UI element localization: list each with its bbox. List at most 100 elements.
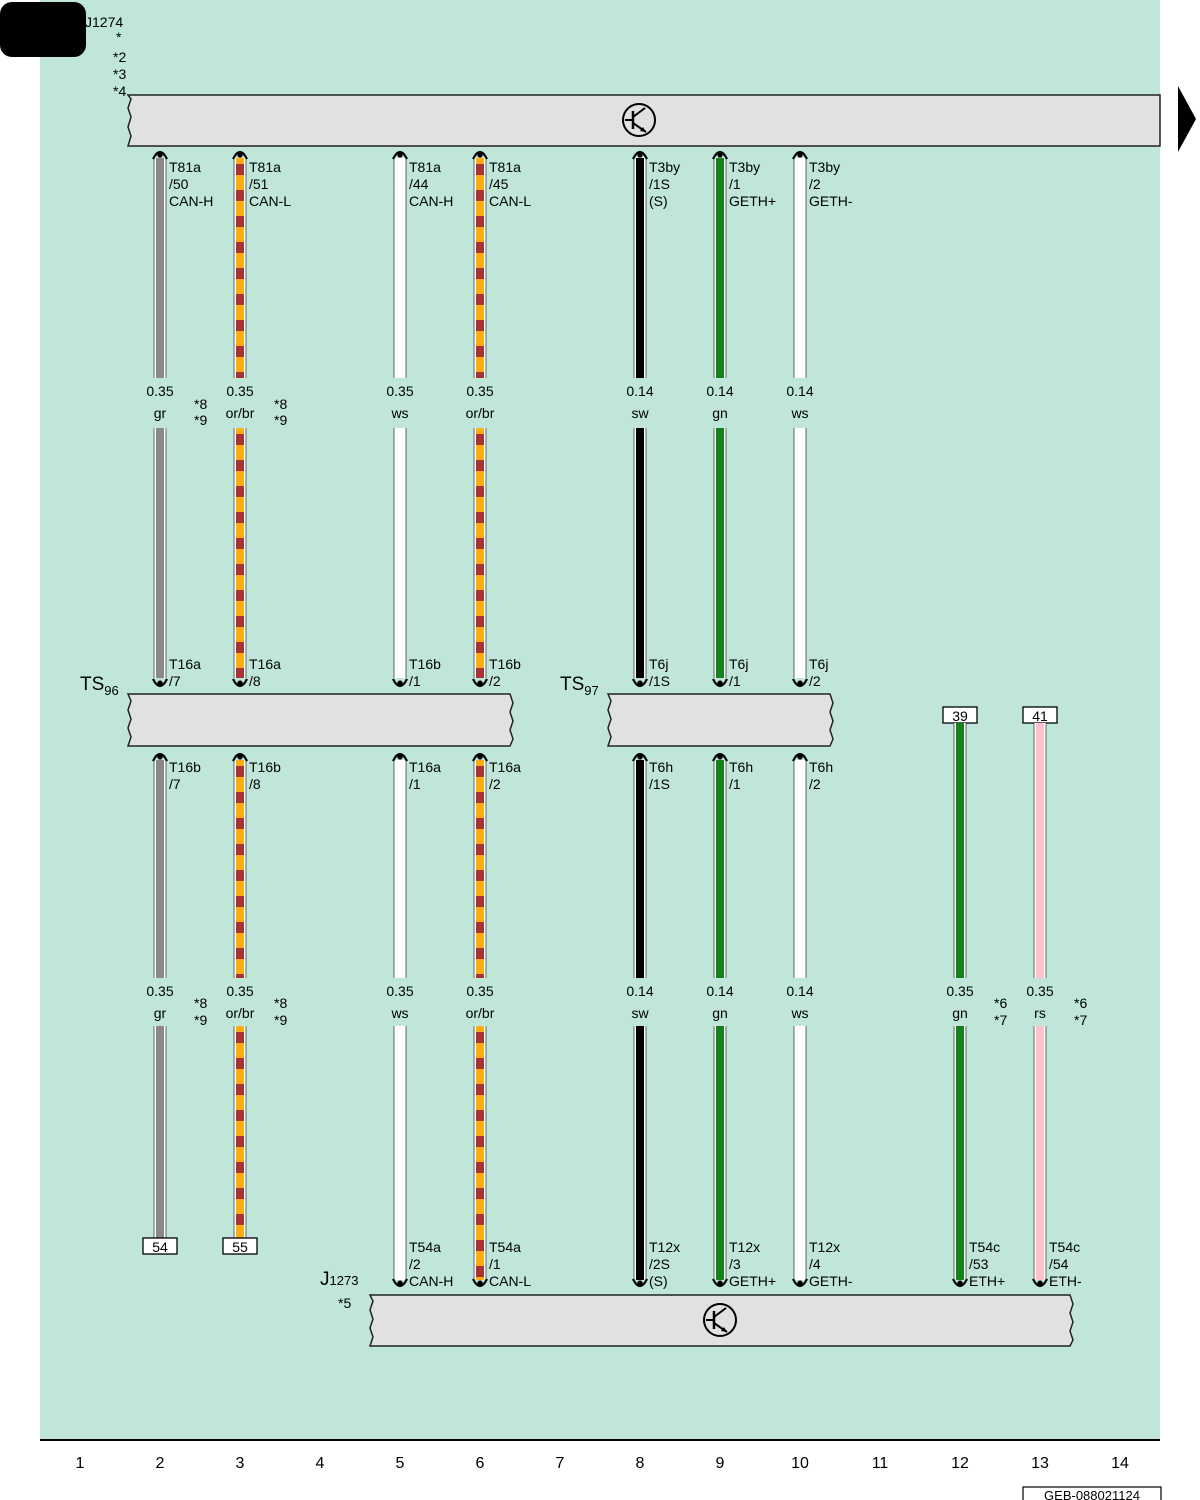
wire-size-col6-lower: 0.35 — [466, 983, 493, 999]
wire-color-col8-upper: sw — [631, 405, 649, 421]
bottom-pin-col5-1: /2 — [409, 1256, 421, 1272]
document-code: GEB-088021124 — [1022, 1486, 1162, 1500]
column-number-9: 9 — [716, 1455, 725, 1472]
wire-col2-top — [153, 158, 167, 378]
splice-out-pin-col3-0: T16b — [249, 759, 281, 775]
wire-size-col9-lower: 0.14 — [706, 983, 733, 999]
splice-out-pin-col10-1: /2 — [809, 776, 821, 792]
column-number-8: 8 — [636, 1455, 645, 1472]
top-pin-col10-1: /2 — [809, 176, 821, 192]
bottom-pin-col9-1: /3 — [729, 1256, 741, 1272]
wire-col12-middle — [953, 723, 967, 978]
column-number-13: 13 — [1031, 1455, 1049, 1472]
splice-ts96: TS96 — [80, 674, 514, 747]
top-pin-col2-1: /50 — [169, 176, 189, 192]
column-number-10: 10 — [791, 1455, 809, 1472]
wire-col10-top — [793, 158, 807, 378]
wire-size-col12-lower: 0.35 — [946, 983, 973, 999]
wire-color-col10-lower: ws — [790, 1005, 808, 1021]
column-number-11: 11 — [872, 1455, 889, 1472]
wire-size-col3-upper: 0.35 — [226, 383, 253, 399]
bottom-pin-col12-0: T54c — [969, 1239, 1000, 1255]
bottom-pin-col8-0: T12x — [649, 1239, 680, 1255]
wire-col8-upper — [633, 428, 647, 678]
bottom-pin-col10-2: GETH- — [809, 1273, 853, 1289]
bottom-pin-col5-0: T54a — [409, 1239, 441, 1255]
wire-size-col13-lower: 0.35 — [1026, 983, 1053, 999]
splice-ts97-label: TS97 — [560, 674, 599, 698]
column-number-12: 12 — [951, 1455, 969, 1472]
wire-size-col10-upper: 0.14 — [786, 383, 813, 399]
note-col13-lower-1: *6 — [1074, 995, 1087, 1011]
ref-box-39-text: 39 — [952, 708, 968, 724]
wire-color-col5-upper: ws — [390, 405, 408, 421]
top-pin-col10-0: T3by — [809, 159, 840, 175]
splice-in-pin-col3-1: /8 — [249, 673, 261, 689]
top-module-j1274: J1274 * *2 *3 *4 — [85, 14, 1196, 152]
top-connector-col9 — [712, 150, 728, 160]
wire-col10-upper — [793, 428, 807, 678]
splice-in-connector-col2 — [152, 678, 168, 688]
wire-col9-upper — [713, 428, 727, 678]
wire-size-col3-lower: 0.35 — [226, 983, 253, 999]
splice-ts97-bar — [606, 693, 834, 747]
splice-in-connector-col5 — [392, 678, 408, 688]
splice-in-pin-col9-1: /1 — [729, 673, 741, 689]
top-module-bar — [126, 94, 1161, 147]
bottom-pin-col12-2: ETH+ — [969, 1273, 1005, 1289]
splice-out-connector-col3 — [232, 752, 248, 762]
document-code-text: GEB-088021124 — [1044, 1488, 1140, 1500]
wire-size-col6-upper: 0.35 — [466, 383, 493, 399]
wire-col12-bottom — [953, 1026, 967, 1280]
splice-in-pin-col10-0: T6j — [809, 656, 828, 672]
splice-ts96-label: TS96 — [80, 674, 119, 698]
bottom-module-name: J1273 — [320, 1269, 358, 1290]
wire-color-col3-upper: or/br — [226, 405, 255, 421]
wire-color-col6-lower: or/br — [466, 1005, 495, 1021]
splice-in-connector-col3 — [232, 678, 248, 688]
bottom-connector-col13 — [1032, 1278, 1048, 1288]
wire-col3-top — [233, 158, 247, 378]
wire-col9-bottom — [713, 1026, 727, 1280]
top-pin-col9-0: T3by — [729, 159, 760, 175]
column-number-4: 4 — [316, 1455, 325, 1472]
top-connector-col10 — [792, 150, 808, 160]
splice-in-pin-col5-0: T16b — [409, 656, 441, 672]
continue-arrow-icon[interactable] — [1178, 86, 1196, 152]
bottom-pin-col6-2: CAN-L — [489, 1273, 531, 1289]
top-pin-col2-0: T81a — [169, 159, 201, 175]
splice-out-pin-col2-1: /7 — [169, 776, 181, 792]
top-module-note-3: *3 — [113, 66, 126, 82]
splice-in-pin-col8-1: /1S — [649, 673, 670, 689]
bottom-connector-col10 — [792, 1278, 808, 1288]
column-number-5: 5 — [396, 1455, 405, 1472]
note-col3-lower-2: *9 — [274, 1012, 287, 1028]
column-number-2: 2 — [156, 1455, 165, 1472]
top-pin-col6-0: T81a — [489, 159, 521, 175]
bottom-connector-col8 — [632, 1278, 648, 1288]
wire-col8-middle — [633, 760, 647, 978]
splice-in-pin-col9-0: T6j — [729, 656, 748, 672]
wire-size-col2-upper: 0.35 — [146, 383, 173, 399]
wire-size-col2-lower: 0.35 — [146, 983, 173, 999]
wire-col3-middle — [233, 760, 247, 978]
splice-out-pin-col5-0: T16a — [409, 759, 441, 775]
wire-col13-bottom — [1033, 1026, 1047, 1280]
note-col12-lower-2: *7 — [994, 1012, 1007, 1028]
wire-col5-bottom — [393, 1026, 407, 1280]
wire-col5-middle — [393, 760, 407, 978]
bottom-pin-col6-1: /1 — [489, 1256, 501, 1272]
splice-in-pin-col3-0: T16a — [249, 656, 281, 672]
wire-col6-top — [473, 158, 487, 378]
bottom-module-bar — [368, 1294, 1074, 1347]
wire-col6-middle — [473, 760, 487, 978]
transistor-icon — [622, 103, 656, 137]
page-tab[interactable] — [0, 2, 86, 57]
wire-col10-middle — [793, 760, 807, 978]
top-connector-col2 — [152, 150, 168, 160]
column-number-6: 6 — [476, 1455, 485, 1472]
bottom-pin-col9-2: GETH+ — [729, 1273, 776, 1289]
wire-size-col5-upper: 0.35 — [386, 383, 413, 399]
note-col2-lower-2: *9 — [194, 1012, 207, 1028]
